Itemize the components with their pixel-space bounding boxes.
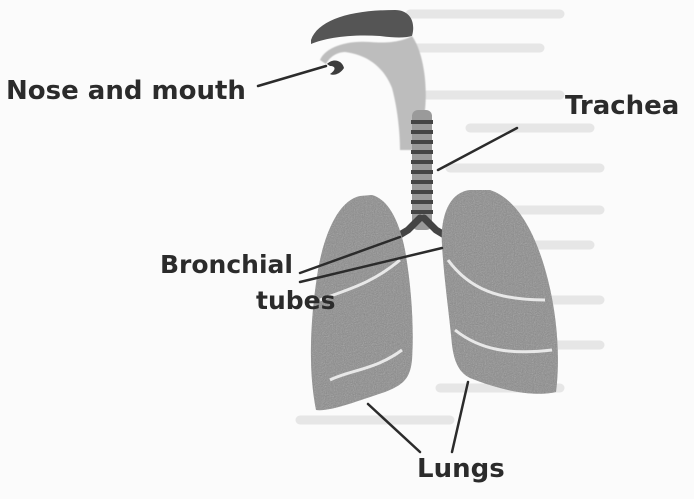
- mouth-shape: [327, 61, 344, 75]
- label-bronchial: Bronchial: [160, 252, 293, 277]
- leader-line-lungs-left: [368, 404, 420, 452]
- head-outline: [311, 10, 426, 150]
- label-trachea: Trachea: [565, 93, 679, 119]
- trachea-tube: [411, 110, 433, 230]
- right-lung: [442, 190, 558, 394]
- label-nose-and-mouth: Nose and mouth: [6, 78, 246, 104]
- leader-line-nose: [258, 66, 326, 86]
- label-lungs: Lungs: [417, 456, 505, 482]
- label-tubes: tubes: [256, 288, 335, 313]
